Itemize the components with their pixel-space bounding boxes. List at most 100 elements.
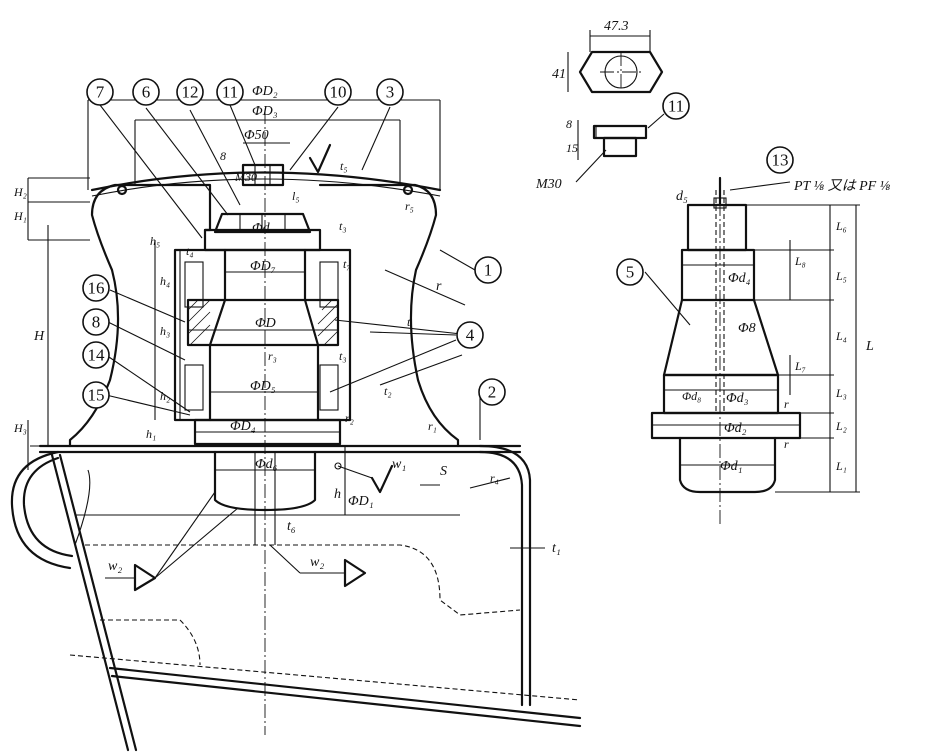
label-w2-left: w₂ [108,559,122,574]
weld-symbol-top [308,143,332,174]
label-nut-width: 47.3 [604,19,629,34]
callout-3: 3 [376,78,404,106]
svg-text:2: 2 [488,383,497,402]
label-8: 8 [220,149,226,163]
retainer-hatch [187,299,339,346]
callout-11-detail: 11 [662,92,690,120]
label-H3: H₃ [13,421,27,435]
label-D3: ΦD₃ [252,104,278,119]
label-L1: L₁ [835,459,847,473]
spindle-top [686,203,748,252]
label-d4: Φd₄ [728,271,751,286]
callout-6: 6 [132,78,160,106]
label-H1: H₁ [13,209,27,223]
svg-text:10: 10 [330,83,347,102]
label-t6: t₆ [287,519,296,534]
label-d5: d₅ [676,189,688,204]
dimension-labels-main: ΦD₂ ΦD₃ Φ50 M30 Φd ΦD₇ ΦD ΦD₅ ΦD₄ Φd₆ ΦD… [13,84,561,574]
drum-body [173,248,352,422]
svg-text:4: 4 [466,326,475,345]
handrail-curve [10,450,72,570]
callout-7: 7 [86,78,114,106]
callout-1: 1 [474,256,502,284]
callout-12: 12 [176,78,204,106]
grease-fitting [241,163,285,187]
label-t3-upper: t₃ [339,219,347,233]
callout-14: 14 [82,341,110,369]
svg-text:15: 15 [88,386,105,405]
label-w1: w₁ [392,457,406,472]
callout-8: 8 [82,308,110,336]
label-h1: h₁ [146,427,156,441]
label-D7: ΦD₇ [250,259,276,274]
spindle-neck [680,248,756,302]
drum-pocket-left-lower [184,364,204,411]
svg-text:8: 8 [92,313,101,332]
cover-bolt-left [116,184,128,196]
label-r-upper: r [436,279,442,294]
deck-bend-right [478,444,532,707]
label-phi50: Φ50 [244,128,269,143]
label-r-spindle: r [784,397,789,411]
weld-symbol-w1 [370,464,394,494]
lower-deck-2 [110,674,582,728]
svg-text:11: 11 [668,97,684,116]
label-t3-lower: t₃ [339,349,347,363]
label-t5: t₅ [340,159,348,173]
drum-pocket-right-upper [319,261,339,308]
label-pt-note: PT ⅛ 又は PF ⅛ [793,179,891,194]
drum-pocket-right-lower [319,364,339,411]
callout-2: 2 [478,378,506,406]
retainer [186,298,340,347]
lower-deck [108,666,582,720]
spindle-detail: 13 PT ⅛ 又は PF ⅛ 5 d₅ Φd₄ Φ8 Φd₃ Φd₂ Φd₁ … [616,146,891,525]
spindle-left [208,248,227,422]
plug-head [592,124,648,140]
label-t4: t₄ [186,244,194,258]
label-w2-right: w₂ [310,555,324,570]
callout-15: 15 [82,381,110,409]
nut-detail: 47.3 41 8 15 M30 11 [535,19,690,192]
web-frame-lower [100,619,201,666]
label-d1: Φd₁ [720,459,743,474]
callout-4: 4 [456,321,484,349]
label-D2: ΦD₂ [252,84,278,99]
svg-text:5: 5 [626,263,635,282]
label-l5: l₅ [292,189,300,203]
label-h: h [334,487,341,502]
callout-5: 5 [616,258,644,286]
hull-plate-inner [58,453,138,752]
svg-text:13: 13 [772,151,789,170]
label-L: L [865,339,874,354]
label-r4: r₄ [490,471,499,485]
handrail-curve-inner [22,456,74,558]
cover-bolt-right [402,184,414,196]
bollard-body-right [318,183,460,448]
svg-text:1: 1 [484,261,493,280]
label-L4: L₄ [835,329,847,343]
svg-text:6: 6 [142,83,151,102]
weld-symbol-w2-right [343,558,367,588]
spindle-taper [662,298,780,377]
label-L8: L₈ [794,254,806,268]
callout-16: 16 [82,274,110,302]
label-r2: r₂ [345,411,354,425]
label-S: S [440,464,447,479]
label-h4: h₄ [160,274,170,288]
label-t2: t₂ [384,384,392,398]
hull-plate [50,453,130,752]
label-d8: Φd₈ [682,389,701,403]
label-d2: Φd₂ [724,421,747,436]
label-L3: L₃ [835,386,847,400]
label-d3: Φd₃ [726,391,749,406]
label-r5: r₅ [405,199,414,213]
svg-text:3: 3 [386,83,395,102]
label-h2: h₂ [160,389,170,403]
label-H2: H₂ [13,185,27,199]
cover-cap [90,171,442,192]
svg-text:16: 16 [88,279,105,298]
label-D1: ΦD₁ [348,494,374,509]
svg-text:7: 7 [96,83,105,102]
lower-deck-dashed [69,654,581,701]
